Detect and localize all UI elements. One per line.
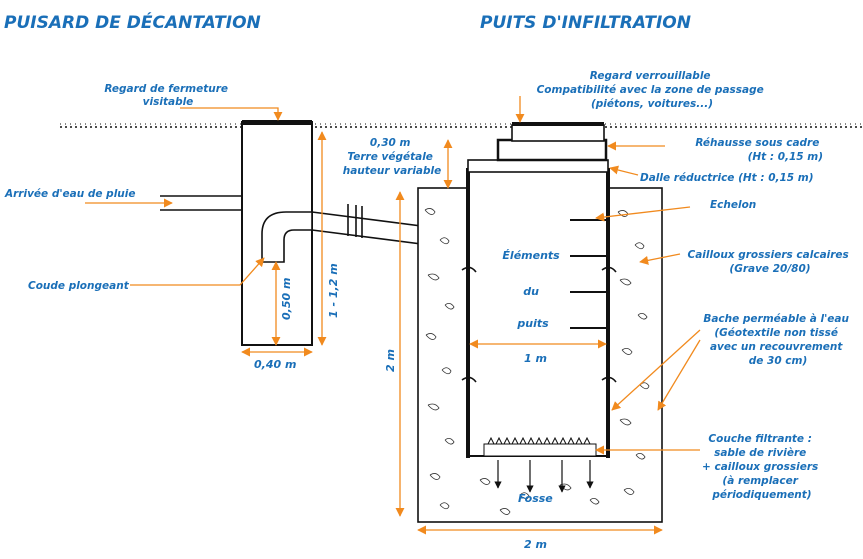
label-dalle: Dalle réductrice (Ht : 0,15 m) (640, 172, 814, 184)
dim-050: 0,50 m (280, 278, 293, 320)
label-regard-verrouillable: Regard verrouillable Compatibilité avec … (537, 70, 768, 110)
label-regard-fermeture: Regard de fermeture visitable (104, 83, 231, 108)
dim-040: 0,40 m (254, 358, 296, 371)
ground-line (60, 123, 863, 128)
dim-2m-vertical: 2 m (384, 349, 397, 372)
label-couche: Couche filtrante : sable de rivière + ca… (702, 433, 822, 501)
title-puits: PUITS D'INFILTRATION (480, 13, 691, 33)
label-elements-du-puits: Éléments du puits (502, 249, 563, 330)
inlet-pipe (160, 195, 242, 211)
puits-top (467, 122, 609, 173)
label-cailloux: Cailloux grossiers calcaires (Grave 20/8… (688, 249, 853, 275)
label-arrivee: Arrivée d'eau de pluie (4, 188, 136, 200)
label-rehausse: Réhausse sous cadre (Ht : 0,15 m) (695, 137, 823, 163)
label-coude: Coude plongeant (28, 280, 130, 292)
leader-lines (85, 96, 701, 455)
dimension-lines (241, 131, 663, 535)
label-echelon: Echelon (710, 199, 756, 211)
puits-walls (461, 168, 617, 458)
dim-1-12: 1 - 1,2 m (327, 263, 340, 318)
couche-filtrante (483, 436, 597, 493)
label-fosse: Fosse (518, 492, 553, 505)
dim-1m: 1 m (524, 352, 547, 365)
label-bache: Bache perméable à l'eau (Géotextile non … (703, 313, 852, 367)
title-puisard: PUISARD DE DÉCANTATION (4, 11, 261, 33)
label-terre: 0,30 m Terre végétale hauteur variable (343, 137, 442, 177)
dim-2m-horizontal: 2 m (524, 538, 547, 551)
